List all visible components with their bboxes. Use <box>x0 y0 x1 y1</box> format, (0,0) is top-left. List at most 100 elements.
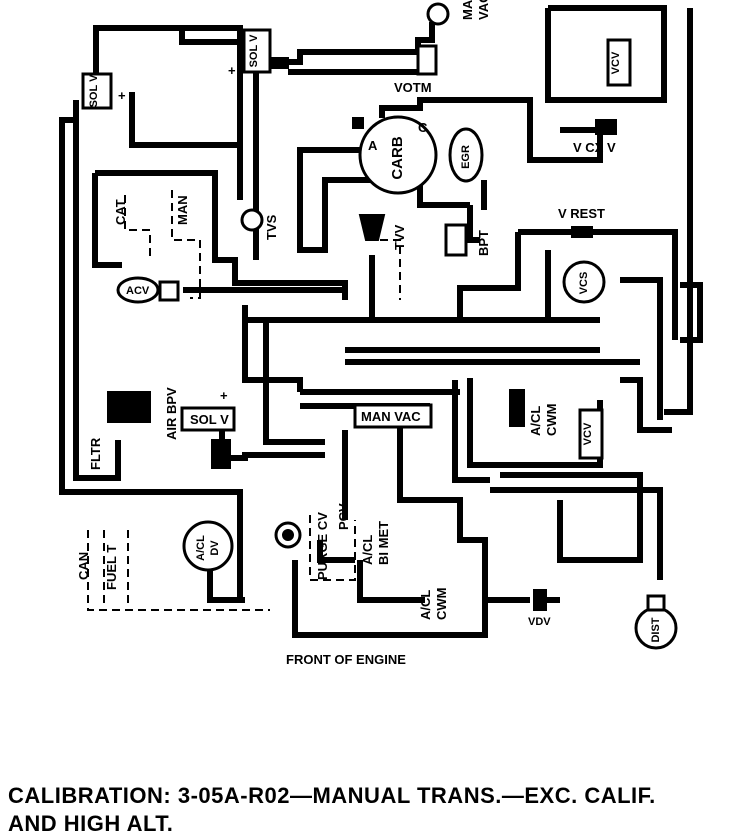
fuel-t-label: FUEL T <box>104 545 119 590</box>
bpt: BPT <box>444 223 491 257</box>
bpt-label: BPT <box>476 230 491 256</box>
acl-dv: A/CL DV <box>182 520 234 572</box>
plus-sign-mid: + <box>220 388 228 403</box>
acl-cwm-upper: A/CL CWM <box>509 389 559 437</box>
carburetor: CARB A C <box>352 115 438 195</box>
v-rest-label: V REST <box>558 206 605 221</box>
hose-dist-route <box>490 487 663 580</box>
hose-acl-dv-route <box>207 570 245 603</box>
plus-sign-top: + <box>228 63 236 78</box>
hose-left-outer <box>93 25 248 75</box>
carb-label: CARB <box>389 136 406 179</box>
hose-left-inner <box>59 117 243 600</box>
hose-vcs-right <box>620 277 663 420</box>
vcv-right: VCV <box>578 408 604 460</box>
hose-bottom-dist <box>500 472 643 563</box>
man-vac-mid: MAN VAC <box>353 403 433 429</box>
sol-v-mid: SOL V + <box>180 388 236 469</box>
hose-top-to-man <box>270 22 435 65</box>
hose-top-right-loop <box>545 5 667 103</box>
hose-carb-left <box>297 147 372 253</box>
front-of-engine-label: FRONT OF ENGINE <box>286 652 406 667</box>
sol-v-top-label: SOL V <box>248 34 260 67</box>
egr-valve: EGR <box>448 127 484 183</box>
caption-line-2: AND HIGH ALT. <box>8 811 174 836</box>
hose-cat-box <box>95 170 348 300</box>
tvs-label: TVS <box>264 214 279 240</box>
vcs: VCS <box>562 260 606 304</box>
vdv-label: VDV <box>528 616 551 628</box>
hose-cwm2-route <box>357 560 425 603</box>
acl-dv-label-b: DV <box>209 540 221 556</box>
dashed-cat-line <box>124 195 151 258</box>
vcv-top: VCV <box>606 38 632 87</box>
hose-bpt-route <box>467 205 480 243</box>
votm-label: VOTM <box>394 80 432 95</box>
acl-cwm-upper-label-a: A/CL <box>528 406 543 436</box>
hose-bottom-loop <box>292 560 530 638</box>
man-vac-top: MAN VAC <box>426 0 491 26</box>
vcv-top-label: VCV <box>610 51 622 74</box>
v-rest: V REST <box>558 206 605 238</box>
cat-man-labels: CAT MAN <box>113 195 190 225</box>
man-vac-top-label-1: MAN <box>460 0 475 20</box>
hose-right-box <box>680 282 703 343</box>
plus-sign-left: + <box>118 88 126 103</box>
dashed-purge-line <box>309 515 356 581</box>
dashed-can-line <box>87 530 270 611</box>
v-cx-v: V CX V <box>573 119 617 155</box>
acl-bimet-label-a: A/CL <box>360 535 375 565</box>
sol-v-mid-label: SOL V <box>190 412 229 427</box>
hose-purge-pcv <box>317 540 355 563</box>
hose-man-vac-drop <box>397 420 488 600</box>
calibration-caption: CALIBRATION: 3-05A-R02—MANUAL TRANS.—EXC… <box>8 782 748 838</box>
acl-bimet: A/CL BI MET <box>360 521 391 565</box>
man-vac-top-label-2: VAC <box>476 0 491 20</box>
hose-mid-left-box <box>242 305 303 392</box>
pcv-label: PCV <box>336 503 351 530</box>
carb-port-c: C <box>418 120 428 135</box>
vacuum-hoses <box>59 5 703 638</box>
acl-cwm-upper-label-b: CWM <box>544 404 559 437</box>
distributor: DIST <box>634 594 678 650</box>
can-fuel-labels: CAN FUEL T <box>76 545 119 590</box>
sol-v-left: SOL V + <box>81 72 126 110</box>
acl-cwm-lower-label-b: CWM <box>434 588 449 621</box>
v-cx-v-label: V CX V <box>573 140 616 155</box>
acv-label: ACV <box>126 285 150 297</box>
man-label: MAN <box>175 195 190 225</box>
dashed-lines <box>87 190 401 611</box>
acl-bimet-label-b: BI MET <box>376 521 391 565</box>
hose-mid-left-drop <box>263 320 325 445</box>
hose-vcv-right-route <box>620 377 672 433</box>
sol-v-left-label: SOL V <box>88 74 100 107</box>
sol-v-top: SOL V + <box>228 28 289 78</box>
acl-dv-label-a: A/CL <box>195 535 207 561</box>
votm: VOTM <box>394 44 438 95</box>
dist-label: DIST <box>650 617 662 642</box>
air-bypass-valve: FLTR AIR BPV <box>88 387 179 470</box>
hose-v-rest-left <box>457 232 521 320</box>
hose-v-rest-right <box>590 229 678 340</box>
hose-carb-top <box>379 97 533 130</box>
hose-top-solv-tvs <box>182 25 243 200</box>
tvv-label: TVV <box>392 224 407 250</box>
vcs-label: VCS <box>578 272 590 295</box>
dashed-man-line <box>171 190 201 299</box>
carb-port-a: A <box>368 138 378 153</box>
hose-sol-to-tvs <box>129 92 242 148</box>
hose-right-vertical <box>664 8 693 415</box>
dashed-tvv-line <box>380 239 401 300</box>
acl-cwm-lower-label-a: A/CL <box>418 590 433 620</box>
hose-center-drop <box>452 380 490 483</box>
acv: ACV <box>116 276 180 304</box>
hose-left-down <box>73 100 121 481</box>
hose-cat-left <box>92 173 122 268</box>
air-bpv-label: AIR BPV <box>164 387 179 440</box>
caption-line-1: CALIBRATION: 3-05A-R02—MANUAL TRANS.—EXC… <box>8 783 656 808</box>
purge-cv-label: PURGE CV <box>315 512 330 580</box>
hose-egr-drop <box>417 185 470 208</box>
cat-label: CAT <box>113 199 128 225</box>
man-vac-mid-label: MAN VAC <box>361 409 421 424</box>
